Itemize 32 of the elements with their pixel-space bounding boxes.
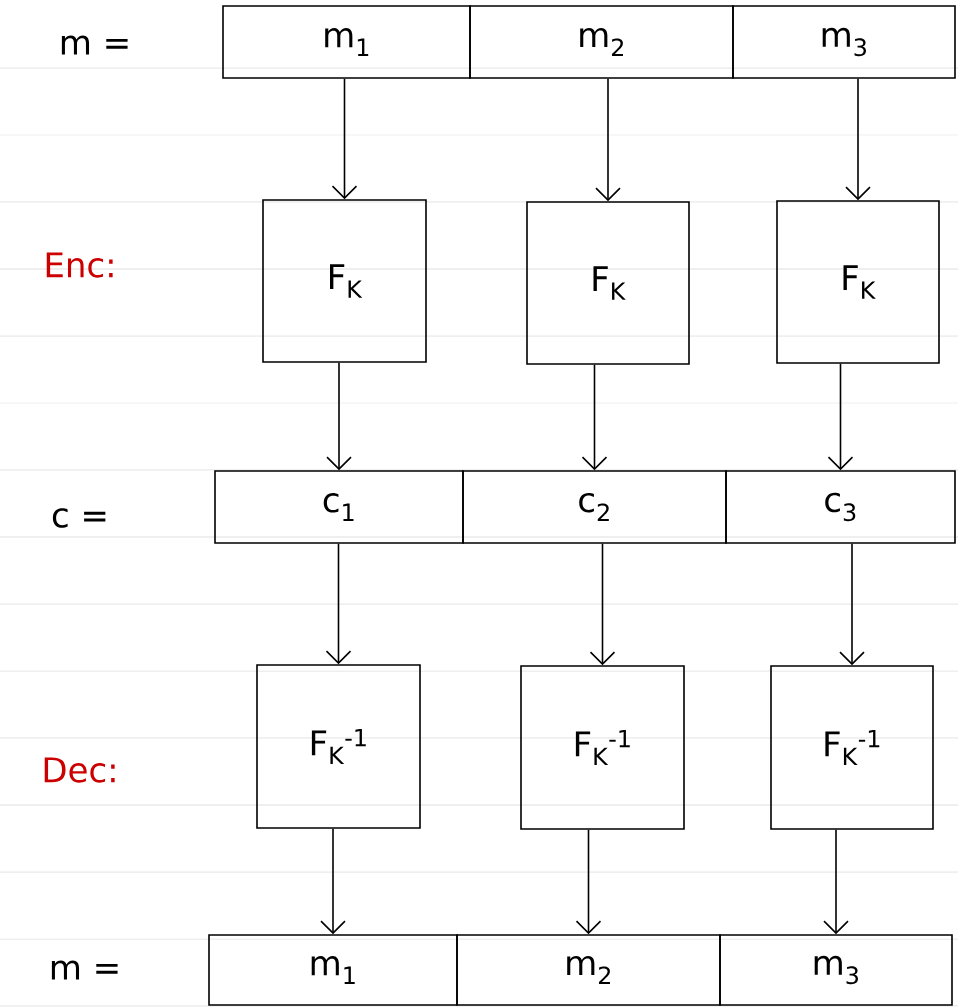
cell: m$_{1}$ bbox=[222, 5, 471, 79]
function-box: F$_{K}$ bbox=[526, 201, 690, 365]
arrow bbox=[581, 364, 608, 471]
function-box: F$_{K}$ bbox=[262, 199, 427, 363]
row-label: c = bbox=[52, 508, 106, 528]
arrow bbox=[823, 829, 849, 935]
function-box: F$_{K}$-1 bbox=[770, 665, 934, 830]
arrow bbox=[575, 829, 602, 935]
row-label: m = bbox=[51, 960, 118, 980]
cell: m$_{2}$ bbox=[469, 5, 734, 79]
arrow bbox=[845, 78, 871, 201]
arrow bbox=[595, 78, 621, 202]
arrow bbox=[325, 543, 352, 665]
cell: c$_{1}$ bbox=[214, 470, 464, 544]
arrow bbox=[589, 543, 616, 666]
arrow bbox=[827, 363, 854, 471]
row-label: m = bbox=[61, 35, 128, 55]
cell: m$_{3}$ bbox=[732, 5, 956, 79]
function-box: F$_{K}$-1 bbox=[256, 664, 421, 829]
function-box: F$_{K}$ bbox=[776, 200, 940, 364]
arrow bbox=[331, 78, 358, 200]
arrow bbox=[839, 543, 865, 666]
row-label: Enc: bbox=[46, 252, 113, 278]
arrow bbox=[326, 362, 352, 471]
arrow bbox=[320, 828, 346, 935]
function-box: F$_{K}$-1 bbox=[520, 665, 685, 830]
row-label: Dec: bbox=[44, 757, 115, 783]
cell: c$_{2}$ bbox=[462, 470, 727, 544]
cell: m$_{2}$ bbox=[456, 934, 721, 1006]
cell: c$_{3}$ bbox=[725, 470, 956, 544]
cell: m$_{1}$ bbox=[208, 934, 458, 1006]
cell: m$_{3}$ bbox=[719, 934, 953, 1006]
